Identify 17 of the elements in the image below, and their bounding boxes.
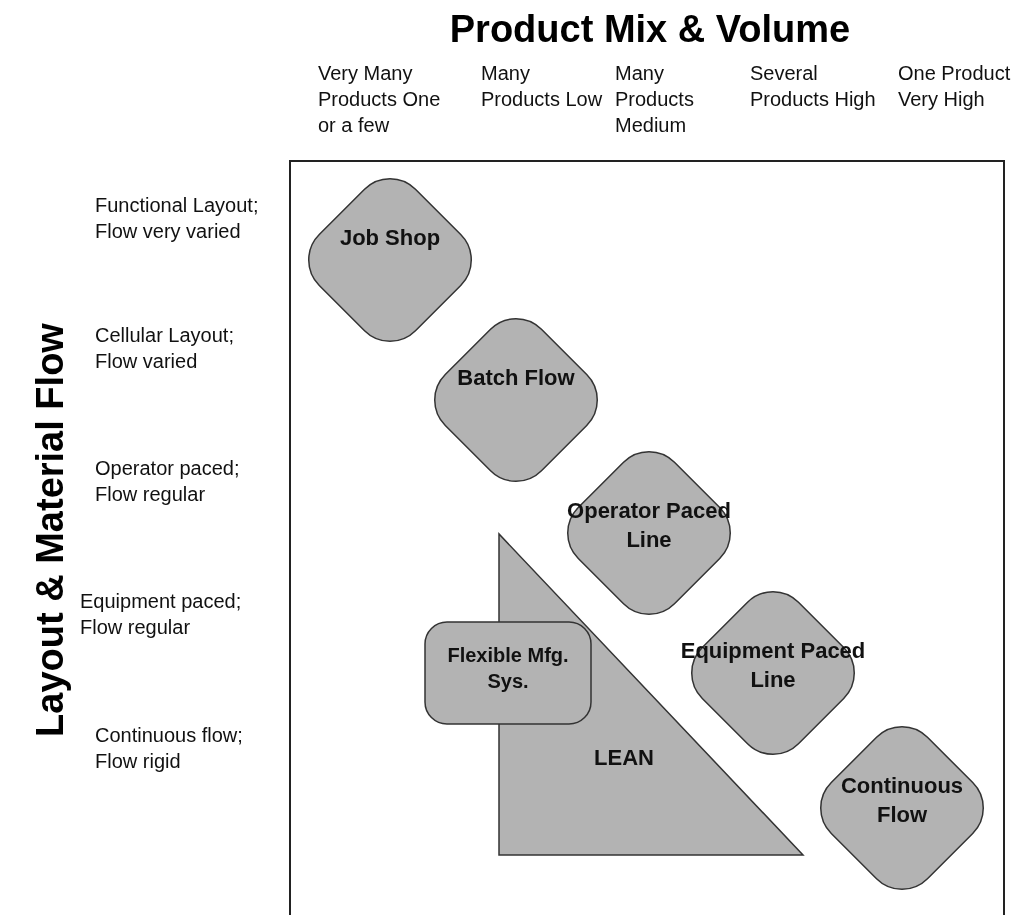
chart-title: Product Mix & Volume: [448, 8, 852, 51]
column-header: Many Products Medium: [615, 61, 695, 138]
column-header: One Product Very High: [898, 61, 1012, 112]
node-label: Continuous Flow: [839, 772, 965, 829]
node-label: Flexible Mfg. Sys.: [446, 643, 570, 694]
column-header: Many Products Low: [481, 61, 604, 112]
node-label: Batch Flow: [456, 364, 576, 392]
row-header: Equipment paced; Flow regular: [80, 589, 243, 640]
axis-title: Layout & Material Flow: [28, 323, 72, 737]
column-header: Very Many Products One or a few: [318, 61, 442, 138]
node-label: Job Shop: [338, 224, 442, 252]
row-header: Functional Layout; Flow very varied: [95, 193, 260, 244]
node-label: LEAN: [593, 744, 655, 772]
row-header: Operator paced; Flow regular: [95, 456, 241, 507]
row-header: Continuous flow; Flow rigid: [95, 723, 244, 774]
row-header: Cellular Layout; Flow varied: [95, 323, 235, 374]
column-header: Several Products High: [750, 61, 877, 112]
